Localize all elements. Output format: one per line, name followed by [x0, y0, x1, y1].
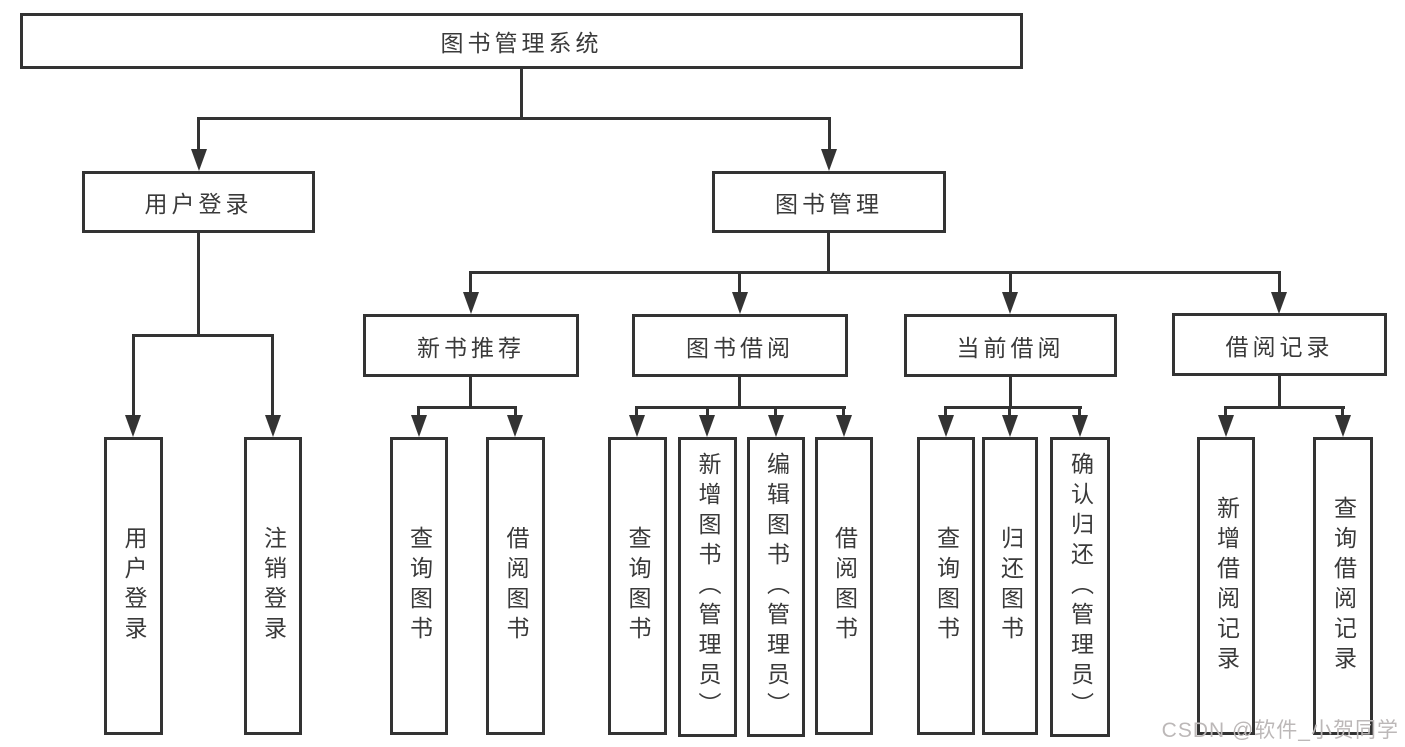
node-root-label: 图书管理系统 — [440, 30, 603, 56]
arrowhead-group3-leaf2 — [1002, 415, 1018, 437]
connector-user-stem — [197, 233, 200, 337]
connector-user-leaf2-stem — [271, 334, 274, 419]
arrowhead-group1-leaf2 — [507, 415, 523, 437]
connector-l3-stem-4 — [1278, 271, 1281, 301]
connector-group2-stem — [738, 377, 741, 408]
leaf-borrow-query-books-label: 查询图书 — [625, 526, 651, 646]
arrowhead-to-book-management — [821, 149, 837, 171]
connector-user-leaf1-stem — [132, 334, 135, 419]
connector-l3-stem-3 — [1009, 271, 1012, 301]
leaf-recommend-borrow-books-label: 借阅图书 — [503, 526, 529, 646]
node-borrow-records: 借阅记录 — [1172, 313, 1387, 376]
node-book-management-label: 图书管理 — [775, 191, 883, 217]
connector-group4-leaf1-stem — [1224, 406, 1227, 421]
connector-l2-left-stem — [197, 117, 200, 157]
node-book-management: 图书管理 — [712, 171, 946, 233]
connector-l3-stem-1 — [469, 271, 472, 301]
leaf-current-query-books: 查询图书 — [917, 437, 975, 735]
node-new-book-recommend-label: 新书推荐 — [417, 334, 525, 361]
node-user-login: 用户登录 — [82, 171, 315, 233]
leaf-add-borrow-record-label: 新增借阅记录 — [1213, 496, 1240, 676]
leaf-logout-label: 注销登录 — [260, 526, 287, 646]
leaf-return-books-label: 归还图书 — [997, 526, 1024, 646]
arrowhead-group2-leaf4 — [836, 415, 852, 437]
leaf-confirm-return-admin-label: 确认归还（管理员） — [1067, 452, 1094, 722]
watermark: CSDN @软件_小贺同学 — [1161, 719, 1399, 742]
connector-group2-leaf2-stem — [706, 406, 709, 421]
arrowhead-group2-leaf3 — [768, 415, 784, 437]
connector-l3-horizontal — [469, 271, 1281, 274]
leaf-borrow-query-books: 查询图书 — [608, 437, 667, 735]
connector-l2-horizontal — [197, 117, 831, 120]
connector-group2-horizontal — [635, 406, 846, 409]
arrowhead-group2-leaf1 — [629, 415, 645, 437]
node-current-borrow: 当前借阅 — [904, 314, 1117, 377]
arrowhead-to-user-login — [191, 149, 207, 171]
node-user-login-label: 用户登录 — [144, 191, 253, 217]
leaf-borrow-books: 借阅图书 — [815, 437, 873, 735]
leaf-query-borrow-record-label: 查询借阅记录 — [1330, 496, 1357, 676]
leaf-add-books-admin: 新增图书（管理员） — [678, 437, 737, 737]
leaf-user-login-label: 用户登录 — [121, 526, 147, 646]
connector-l3-stem-2 — [738, 271, 741, 301]
connector-group3-leaf3-stem — [1078, 406, 1081, 421]
node-book-borrow: 图书借阅 — [632, 314, 848, 377]
arrowhead-group3-leaf1 — [938, 415, 954, 437]
connector-group1-horizontal — [417, 406, 517, 409]
connector-group3-leaf2-stem — [1008, 406, 1011, 421]
leaf-edit-books-admin: 编辑图书（管理员） — [747, 437, 805, 737]
leaf-logout: 注销登录 — [244, 437, 302, 735]
arrowhead-group3-leaf3 — [1072, 415, 1088, 437]
leaf-query-borrow-record: 查询借阅记录 — [1313, 437, 1373, 735]
connector-group3-stem — [1009, 377, 1012, 408]
arrowhead-group2-leaf2 — [699, 415, 715, 437]
arrowhead-to-new-book-recommend — [463, 292, 479, 314]
node-book-borrow-label: 图书借阅 — [686, 334, 794, 361]
connector-group4-horizontal — [1224, 406, 1345, 409]
connector-group2-leaf3-stem — [774, 406, 777, 421]
connector-group1-stem — [469, 377, 472, 408]
connector-group1-leaf1-stem — [417, 406, 420, 421]
connector-group3-leaf1-stem — [944, 406, 947, 421]
connector-group2-leaf1-stem — [635, 406, 638, 421]
connector-bookmgmt-stem — [827, 233, 830, 274]
node-new-book-recommend: 新书推荐 — [363, 314, 579, 377]
connector-root-stem — [520, 69, 523, 120]
arrowhead-to-book-borrow — [732, 292, 748, 314]
leaf-add-books-admin-label: 新增图书（管理员） — [695, 452, 721, 722]
node-root: 图书管理系统 — [20, 13, 1023, 69]
arrowhead-group4-leaf1 — [1218, 415, 1234, 437]
arrowhead-group1-leaf1 — [411, 415, 427, 437]
arrowhead-group4-leaf2 — [1335, 415, 1351, 437]
arrowhead-to-borrow-records — [1271, 292, 1287, 314]
leaf-recommend-query-books-label: 查询图书 — [406, 526, 433, 646]
leaf-recommend-query-books: 查询图书 — [390, 437, 448, 735]
connector-group3-horizontal — [944, 406, 1082, 409]
leaf-confirm-return-admin: 确认归还（管理员） — [1050, 437, 1110, 737]
connector-user-horizontal — [132, 334, 274, 337]
connector-group2-leaf4-stem — [842, 406, 845, 421]
leaf-user-login: 用户登录 — [104, 437, 163, 735]
leaf-add-borrow-record: 新增借阅记录 — [1197, 437, 1255, 735]
leaf-edit-books-admin-label: 编辑图书（管理员） — [763, 452, 790, 722]
arrowhead-to-leaf-logout — [265, 415, 281, 437]
leaf-return-books: 归还图书 — [982, 437, 1038, 735]
connector-l2-right-stem — [828, 117, 831, 157]
arrowhead-to-leaf-user-login — [125, 415, 141, 437]
leaf-current-query-books-label: 查询图书 — [933, 526, 960, 646]
node-current-borrow-label: 当前借阅 — [956, 334, 1065, 361]
arrowhead-to-current-borrow — [1002, 292, 1018, 314]
connector-group1-leaf2-stem — [514, 406, 517, 421]
connector-group4-stem — [1278, 376, 1281, 408]
leaf-borrow-books-label: 借阅图书 — [831, 526, 858, 646]
node-borrow-records-label: 借阅记录 — [1225, 333, 1334, 360]
connector-group4-leaf2-stem — [1341, 406, 1344, 421]
leaf-recommend-borrow-books: 借阅图书 — [486, 437, 545, 735]
